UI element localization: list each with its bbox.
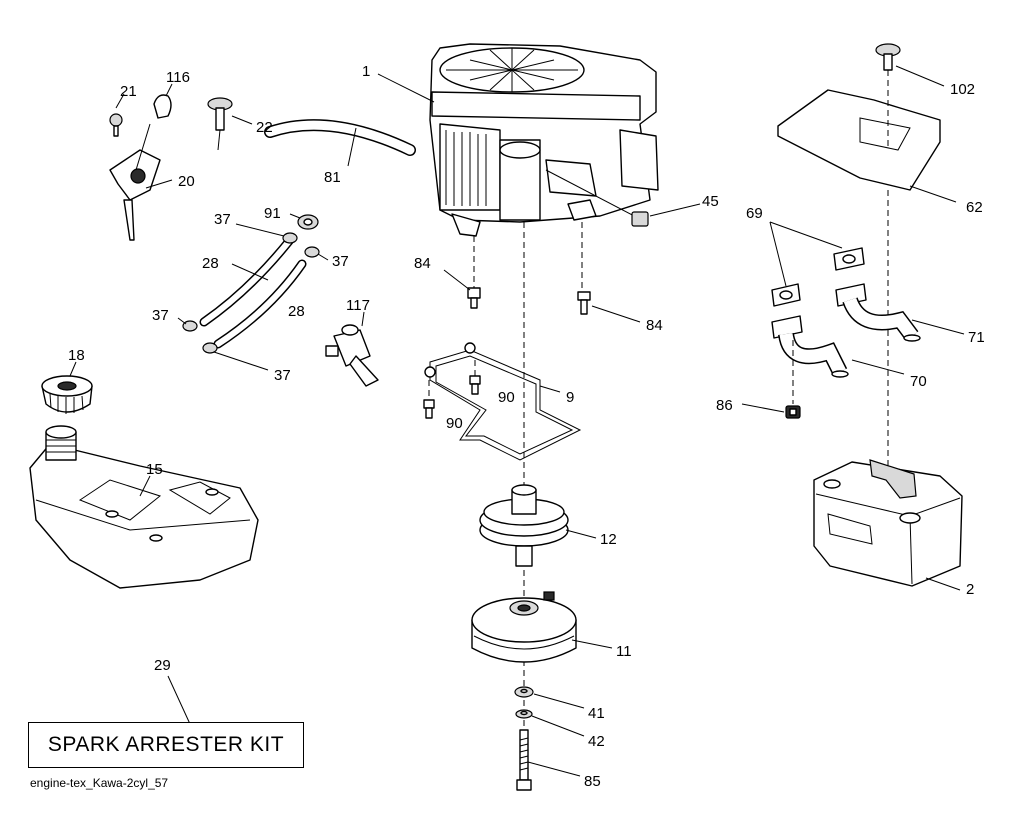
callout-84-a: 84 [414, 255, 431, 272]
clamp-part-37-d [202, 342, 269, 371]
callout-91: 91 [264, 205, 281, 222]
fuel-tank-part-15 [29, 425, 259, 589]
callout-90-b: 90 [446, 415, 463, 432]
callout-15: 15 [146, 461, 163, 478]
callout-81: 81 [324, 169, 341, 186]
choke-part-22 [207, 97, 253, 151]
clamp-part-37-c [177, 317, 198, 332]
callout-84-b: 84 [646, 317, 663, 334]
callout-42: 42 [588, 733, 605, 750]
callout-29: 29 [154, 657, 171, 674]
callout-12: 12 [600, 531, 617, 548]
callout-28-a: 28 [202, 255, 219, 272]
drawing-id: engine-tex_Kawa-2cyl_57 [30, 776, 169, 790]
callout-9: 9 [566, 389, 574, 406]
exhaust-pipe-part-70 [771, 315, 905, 378]
fuel-cap-part-18 [41, 361, 93, 414]
callout-70: 70 [910, 373, 927, 390]
heat-shield-part-62 [777, 89, 957, 203]
gasket-part-69 [769, 221, 865, 307]
callout-22: 22 [256, 119, 273, 136]
callout-62: 62 [966, 199, 983, 216]
callout-37-a: 37 [214, 211, 231, 228]
pulley-part-12 [479, 484, 597, 567]
valve-part-117 [325, 311, 379, 387]
callout-20: 20 [178, 173, 195, 190]
callout-90-a: 90 [498, 389, 515, 406]
spark-arrester-kit-label: SPARK ARRESTER KIT [28, 722, 304, 768]
callout-1: 1 [362, 63, 370, 80]
callout-21: 21 [120, 83, 137, 100]
nut-part-45 [545, 169, 701, 227]
clamp-part-91 [289, 213, 319, 230]
callout-2: 2 [966, 581, 974, 598]
clamp-part-37-a [235, 223, 298, 244]
clamp-part-37-b [304, 246, 329, 261]
washer-part-42 [515, 709, 585, 737]
muffler-part-2 [813, 459, 963, 591]
callout-45: 45 [702, 193, 719, 210]
callout-85: 85 [584, 773, 601, 790]
bolt-part-90-upper [469, 360, 481, 395]
callout-37-d: 37 [274, 367, 291, 384]
callout-37-c: 37 [152, 307, 169, 324]
nut-part-86 [741, 340, 801, 419]
callout-41: 41 [588, 705, 605, 722]
bolt-part-90-lower [423, 380, 435, 419]
callout-71: 71 [968, 329, 985, 346]
bolt-part-84-left [443, 269, 481, 309]
callout-labels: 1 102 116 21 22 20 81 91 37 37 28 28 37 … [68, 63, 985, 790]
fuel-line-part-28-upper [199, 235, 295, 327]
screw-part-21 [109, 93, 125, 137]
leader-part-29 [167, 675, 191, 725]
hose-part-81 [264, 119, 416, 167]
exhaust-pipe-part-71 [835, 283, 965, 342]
callout-116: 116 [166, 69, 190, 86]
engine-part-1 [377, 43, 659, 237]
fuel-line-part-28-lower [213, 259, 307, 349]
clutch-part-11 [471, 591, 613, 663]
callout-28-b: 28 [288, 303, 305, 320]
callout-86: 86 [716, 397, 733, 414]
callout-11: 11 [616, 643, 632, 660]
knob-part-116 [153, 83, 173, 119]
bolt-part-85 [516, 729, 581, 791]
callout-18: 18 [68, 347, 85, 364]
callout-69: 69 [746, 205, 763, 222]
callout-37-b: 37 [332, 253, 349, 270]
bracket-part-9 [424, 342, 582, 461]
callout-102: 102 [950, 81, 975, 98]
washer-part-41 [514, 686, 585, 709]
bolt-part-84-right [577, 291, 641, 323]
callout-117: 117 [346, 297, 370, 314]
throttle-control-part-20 [109, 123, 173, 241]
knob-part-102 [875, 43, 945, 87]
